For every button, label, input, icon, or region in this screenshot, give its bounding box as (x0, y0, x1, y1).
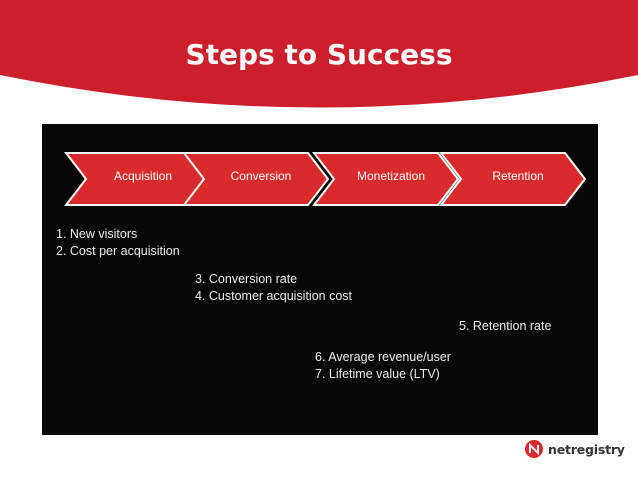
chevron-shape (312, 152, 460, 206)
metric-item: 5. Retention rate (459, 319, 552, 333)
chevron-shape (439, 152, 587, 206)
netregistry-logo: netregistry (524, 437, 625, 461)
metric-item: 2. Cost per acquisition (56, 244, 180, 258)
monetization-metrics: 6. Average revenue/user 7. Lifetime valu… (315, 349, 451, 383)
stage-conversion: Conversion (182, 151, 332, 207)
metric-item: 4. Customer acquisition cost (195, 289, 353, 303)
stage-label: Monetization (356, 169, 426, 183)
slide-title: Steps to Success (185, 38, 453, 71)
stage-acquisition: Acquisition (64, 151, 214, 207)
stage-label: Acquisition (113, 169, 173, 183)
metric-item: 3. Conversion rate (195, 272, 298, 286)
stage-label: Conversion (230, 169, 292, 183)
metric-item: 7. Lifetime value (LTV) (315, 367, 440, 381)
conversion-metrics: 3. Conversion rate 4. Customer acquisiti… (195, 271, 352, 305)
acquisition-metrics: 1. New visitors 2. Cost per acquisition (56, 226, 180, 260)
logo-text: netregistry (548, 441, 625, 457)
stage-label: Retention (492, 169, 544, 183)
funnel-diagram: Acquisition Conversion Monetization Rete… (42, 124, 598, 435)
stage-monetization: Monetization (312, 151, 462, 207)
metric-item: 6. Average revenue/user (315, 350, 451, 364)
metric-item: 1. New visitors (56, 227, 138, 241)
chevron-shape (182, 152, 330, 206)
stage-retention: Retention (439, 151, 589, 207)
header-band (0, 0, 638, 108)
netregistry-logo-icon (525, 440, 543, 458)
retention-metrics: 5. Retention rate (459, 318, 551, 335)
